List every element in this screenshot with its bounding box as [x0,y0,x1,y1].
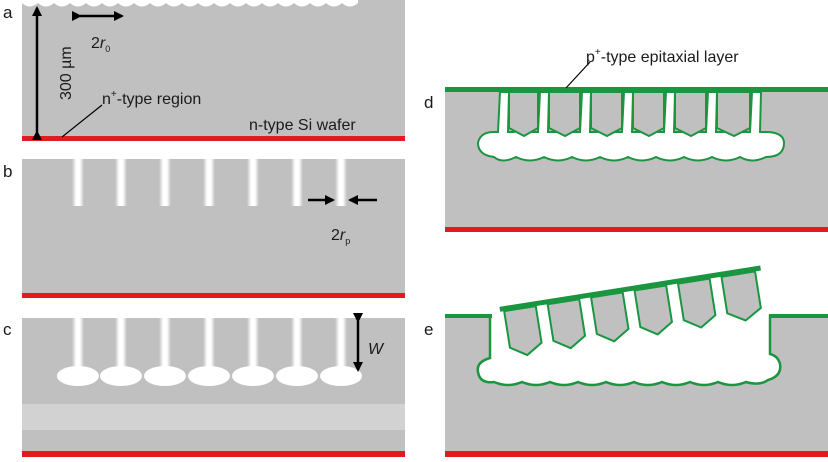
panel-a-n-plus-layer [22,136,405,141]
lifted-pillar [633,284,674,336]
panel-c-pores [72,318,347,368]
pillar [674,91,707,138]
pore [203,318,215,368]
panel-e-lifted-film [499,265,762,357]
panel-b-n-plus-layer [22,293,405,298]
wafer-label: n-type Si wafer [249,117,356,134]
void [100,366,142,386]
pore [335,318,347,368]
pore [335,159,347,206]
panel-c-porous-band [22,404,405,430]
pore [247,318,259,368]
panel-b: 2rp b [3,159,405,298]
void [232,366,274,386]
rp-label: 2rp [331,227,350,246]
thickness-label: 300 µm [58,46,75,100]
pore [203,159,215,206]
w-label: W [368,341,385,358]
panel-letter-e: e [424,320,433,339]
panel-c-n-plus-layer [22,451,405,457]
panel-a-surface-pits [22,0,358,7]
pore [115,318,127,368]
void [188,366,230,386]
pillar [590,91,623,138]
epi-leader [565,61,591,89]
pore [159,159,171,206]
panel-d: p+-type epitaxial layer d [424,47,828,232]
pore [291,159,303,206]
void [320,366,362,386]
panel-c: W c [3,313,405,457]
pore [72,318,84,368]
lifted-pillar [720,270,762,322]
pore [159,318,171,368]
panel-b-pores [72,159,347,206]
panel-d-epitaxial-layer [445,87,828,92]
pore [291,318,303,368]
panel-e-cavity-outline [445,314,828,387]
n-plus-leader [61,104,103,138]
panel-letter-d: d [424,93,433,112]
pore [115,159,127,206]
lifted-pillar [589,291,630,343]
panel-d-n-plus-layer [445,227,828,232]
lifted-epitaxial-layer [499,265,761,312]
n-plus-label: n+-type region [102,89,201,108]
panel-letter-c: c [3,320,12,339]
panel-letter-a: a [3,3,13,22]
lifted-pillar [503,304,543,357]
r0-label: 2r0 [91,35,110,54]
void [276,366,318,386]
panel-a-wafer [22,0,405,136]
panel-e-left-surface [445,314,492,318]
lifted-pillar [676,277,717,329]
pore [247,159,259,206]
pillar [716,91,751,138]
panel-c-voids [57,366,362,386]
panel-a: 300 µm 2r0 n+-type region n-type Si wafe… [3,0,405,141]
epi-label: p+-type epitaxial layer [586,47,739,66]
panel-e-right-surface [769,314,828,318]
pillar [508,91,539,138]
pore [72,159,84,206]
panel-d-pillars [508,91,751,138]
lifted-pillar [546,298,587,350]
panel-e: e [424,265,828,457]
panel-e-n-plus-layer [445,451,828,457]
panel-letter-b: b [3,162,12,181]
pillar [632,91,665,138]
void [57,366,99,386]
pillar [548,91,581,138]
void [144,366,186,386]
